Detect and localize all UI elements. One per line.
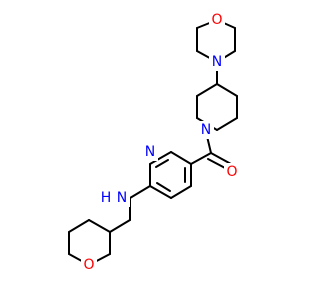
bond-layer — [68, 19, 238, 266]
atom-n-piperidine: N — [198, 121, 214, 139]
bond — [210, 152, 232, 165]
bond — [216, 117, 238, 131]
bond — [170, 151, 192, 165]
atom-label: O — [226, 164, 237, 180]
atom-label-hydrogen: H — [101, 190, 112, 206]
atom-layer: O N N O N N H O — [81, 11, 240, 274]
atom-label: N — [212, 54, 222, 70]
atom-o-carbonyl: O — [224, 163, 240, 181]
bond — [129, 185, 151, 199]
bond — [88, 219, 111, 233]
bond — [68, 219, 90, 233]
atom-label: N — [117, 190, 127, 206]
bond — [149, 185, 172, 199]
bond — [216, 83, 238, 97]
atom-o-oxane: O — [81, 256, 97, 274]
bond — [207, 158, 228, 170]
bond — [149, 151, 172, 165]
atom-o-morpholine: O — [209, 11, 225, 29]
bond — [109, 219, 131, 233]
atom-n-amine: N H — [101, 189, 130, 207]
atom-n-morpholine: N — [209, 53, 225, 71]
bond — [170, 185, 192, 199]
bond — [156, 182, 171, 192]
chemical-structure-diagram: O N N O N N H O — [68, 11, 240, 274]
atom-label: N — [201, 122, 211, 138]
bond — [190, 152, 212, 165]
atom-label: N — [145, 144, 155, 160]
bond — [196, 83, 218, 97]
bond — [155, 159, 169, 168]
atom-n-pyridine: N — [142, 143, 158, 161]
atom-label: O — [211, 12, 222, 28]
atom-label: O — [83, 257, 94, 273]
